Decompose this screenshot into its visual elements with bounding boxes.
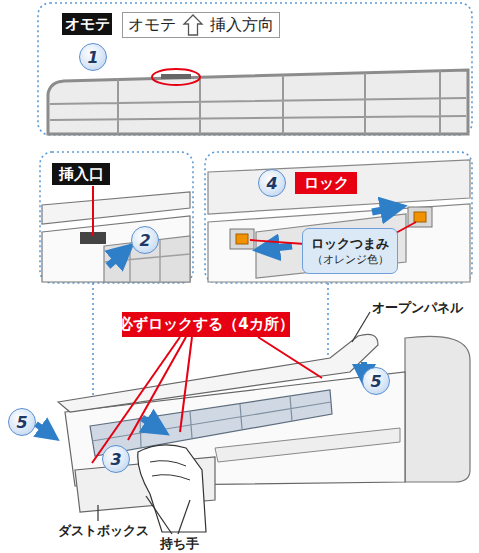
tag-label: オモテ	[62, 13, 112, 35]
leader-line	[178, 500, 190, 534]
callout-number: 2	[131, 226, 159, 254]
lock-knob	[236, 234, 248, 244]
callout-text: 5	[370, 372, 381, 391]
label-text: 挿入方向	[210, 13, 274, 37]
unit-body-part	[208, 160, 470, 214]
callout-number: 4	[258, 169, 286, 197]
direction-arrow	[266, 246, 292, 249]
direction-arrow	[142, 418, 158, 428]
leader-line	[258, 337, 322, 378]
callout-text: 2	[139, 231, 150, 250]
filter-frame	[48, 70, 468, 134]
warning-label: ロック	[295, 172, 357, 194]
leader-line	[146, 496, 172, 534]
leader-line	[250, 240, 305, 244]
detail-panel	[40, 152, 193, 283]
label-text: オモテ	[128, 13, 176, 37]
label-text: 必ずロックする（4カ所）	[118, 315, 293, 334]
leader-line	[128, 337, 186, 440]
leader-line	[92, 186, 94, 236]
unit-body-part	[42, 216, 190, 282]
unit-end-cap	[405, 336, 470, 482]
callout-text: 3	[110, 450, 121, 469]
callout-text: 5	[16, 413, 27, 432]
direction-arrow	[36, 424, 50, 434]
detail-panel	[38, 3, 472, 135]
louver	[215, 428, 400, 462]
filter-grid	[50, 71, 466, 134]
leader-line	[92, 337, 180, 463]
callout-number: 3	[102, 445, 130, 473]
warning-label: 必ずロックする（4カ所）	[122, 312, 290, 337]
label-text: オモテ	[65, 15, 110, 34]
lock-knob	[414, 212, 426, 222]
direction-symbol	[184, 15, 202, 35]
open-panel	[58, 334, 378, 412]
part-label: ダストボックス	[58, 523, 149, 538]
unit-body-part	[208, 204, 470, 282]
filter-part	[256, 214, 406, 278]
tag-label: 挿入口	[52, 163, 110, 185]
callout-text: 4	[266, 174, 277, 193]
callout-number: 5	[362, 367, 390, 395]
highlight-ellipse	[152, 69, 200, 85]
callout-number: 5	[8, 408, 36, 436]
direction-label: オモテ 挿入方向	[122, 12, 280, 38]
label-text: （オレンジ色）	[312, 252, 389, 267]
leader-line	[97, 505, 98, 521]
part-label: オープンパネル	[372, 300, 463, 315]
direction-arrow	[372, 208, 394, 212]
label-text: ロックつまみ	[311, 235, 389, 252]
leader-line	[180, 337, 192, 432]
detail-panel	[205, 152, 472, 283]
label-text: ロック	[304, 174, 349, 193]
lock-holder	[230, 229, 254, 249]
note-box: ロックつまみ（オレンジ色）	[302, 228, 398, 274]
leader-line	[352, 312, 370, 342]
direction-arrow	[108, 252, 124, 266]
filter-mark	[161, 74, 191, 79]
hand	[138, 445, 206, 532]
label-text: 挿入口	[59, 165, 104, 184]
callout-number: 1	[79, 43, 107, 71]
callout-text: 1	[87, 48, 98, 67]
hand-detail	[150, 461, 190, 480]
part-label: 持ち手	[160, 536, 199, 551]
